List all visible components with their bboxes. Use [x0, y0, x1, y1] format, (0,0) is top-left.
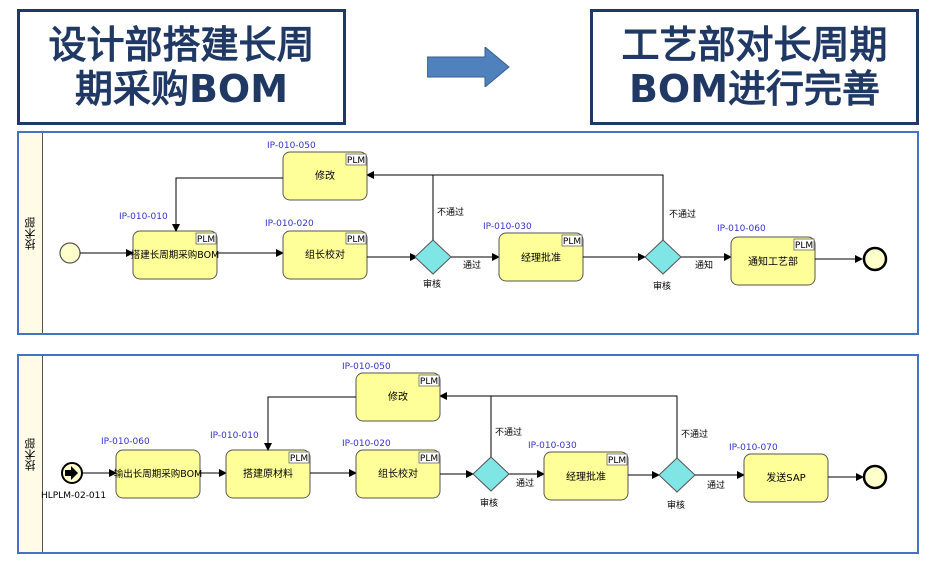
task-tag: PLM — [563, 237, 581, 247]
task-tag: PLM — [290, 454, 308, 464]
task-label: 搭建长周期采购BOM — [131, 249, 220, 261]
start-event — [59, 242, 81, 264]
end-event — [862, 464, 888, 490]
task-id: IP-010-010 — [210, 431, 259, 441]
process-diagram-1: PLM 搭建长周期采购BOM IP-010-010 PLM 组长校对 IP-01… — [59, 141, 888, 292]
reject-flow-arrow — [439, 392, 492, 457]
gateway-label: 审核 — [653, 280, 671, 292]
task-id: IP-010-020 — [265, 219, 314, 229]
task-label: 经理批准 — [566, 470, 606, 483]
task-label: 组长校对 — [305, 248, 345, 261]
task-id: IP-010-030 — [528, 441, 577, 451]
left-header-line1: 设计部搭建长周 — [48, 23, 315, 67]
task-modify[interactable]: PLM 修改 — [282, 151, 368, 201]
swimlane-1: 技术部 PLM 搭建长周期采购BOM IP-010-010 PLM 组长校对 I… — [17, 131, 919, 335]
task-output-bom[interactable]: 输出长周期采购BOM — [114, 449, 203, 499]
gateway-diamond[interactable] — [414, 239, 452, 275]
arrow-right-icon — [65, 466, 78, 480]
task-label: 搭建原材料 — [243, 467, 293, 480]
lane-header — [19, 133, 43, 333]
task-label: 输出长周期采购BOM — [114, 468, 203, 480]
reject-flow-line — [433, 174, 664, 240]
gateway-diamond[interactable] — [658, 457, 696, 493]
task-label: 修改 — [315, 169, 335, 182]
task-id: IP-010-050 — [267, 141, 316, 151]
gateway-diamond[interactable] — [644, 239, 682, 275]
task-label: 组长校对 — [378, 467, 418, 480]
task-id: IP-010-070 — [729, 443, 778, 453]
start-event-label: HLPLM-02-011 — [41, 491, 106, 501]
rework-flow-arrow — [264, 396, 356, 451]
task-tag: PLM — [420, 377, 438, 387]
task-review[interactable]: PLM 组长校对 — [355, 449, 441, 499]
task-id: IP-010-030 — [483, 222, 532, 232]
task-label: 发送SAP — [766, 471, 805, 484]
left-header-box: 设计部搭建长周 期采购BOM — [17, 9, 346, 125]
gateway-diamond[interactable] — [472, 456, 510, 492]
gateway-label: 审核 — [667, 499, 685, 511]
reject-flow-arrow — [366, 171, 434, 240]
gateway-label: 审核 — [480, 497, 498, 509]
task-tag: PLM — [197, 235, 215, 245]
gateway-fail-label: 不通过 — [681, 428, 708, 440]
reject-flow-line — [491, 395, 678, 458]
task-label: 修改 — [388, 390, 408, 403]
gateway-pass-label: 通过 — [516, 477, 534, 489]
task-id: IP-010-060 — [101, 437, 150, 447]
right-header-line1: 工艺部对长周期 — [621, 23, 888, 67]
task-build-material[interactable]: PLM 搭建原材料 — [225, 449, 311, 499]
link-start-event — [61, 462, 83, 484]
lane-header — [19, 356, 43, 552]
rework-flow-arrow — [172, 177, 283, 232]
end-event — [862, 246, 888, 272]
task-manager-approve[interactable]: PLM 经理批准 — [498, 232, 584, 282]
task-label: 经理批准 — [521, 251, 561, 264]
task-id: IP-010-060 — [717, 224, 766, 234]
process-diagram-2: HLPLM-02-011 输出长周期采购BOM IP-010-060 PLM 搭… — [41, 362, 888, 511]
gateway-fail-label: 不通过 — [495, 426, 522, 438]
task-id: IP-010-010 — [119, 212, 168, 222]
gateway-fail-label: 不通过 — [669, 208, 696, 220]
gateway-fail-label: 不通过 — [437, 206, 464, 218]
task-tag: PLM — [795, 241, 813, 251]
task-notify-process-dept[interactable]: PLM 通知工艺部 — [730, 236, 816, 286]
gateway-pass-label: 通过 — [707, 479, 725, 491]
task-manager-approve[interactable]: PLM 经理批准 — [543, 451, 629, 501]
task-review[interactable]: PLM 组长校对 — [282, 230, 368, 280]
task-build-bom[interactable]: PLM 搭建长周期采购BOM — [131, 230, 220, 280]
gateway-pass-label: 通过 — [463, 259, 481, 271]
left-header-line2: 期采购BOM — [74, 67, 289, 111]
task-tag: PLM — [347, 156, 365, 166]
right-header-line2: BOM进行完善 — [628, 67, 881, 111]
task-send-sap[interactable]: 发送SAP — [743, 453, 829, 503]
swimlane-2: 技术部 HLPLM-02-011 输出长周期采购BOM IP-010-060 P… — [17, 354, 919, 554]
right-arrow-icon — [427, 47, 510, 87]
task-label: 通知工艺部 — [748, 255, 798, 268]
task-tag: PLM — [608, 456, 626, 466]
gateway-pass-label: 通知 — [695, 259, 713, 271]
task-tag: PLM — [420, 454, 438, 464]
gateway-label: 审核 — [423, 278, 441, 290]
task-tag: PLM — [347, 235, 365, 245]
right-header-box: 工艺部对长周期 BOM进行完善 — [590, 9, 919, 125]
task-id: IP-010-020 — [342, 439, 391, 449]
task-id: IP-010-050 — [342, 362, 391, 372]
task-modify[interactable]: PLM 修改 — [355, 372, 441, 422]
